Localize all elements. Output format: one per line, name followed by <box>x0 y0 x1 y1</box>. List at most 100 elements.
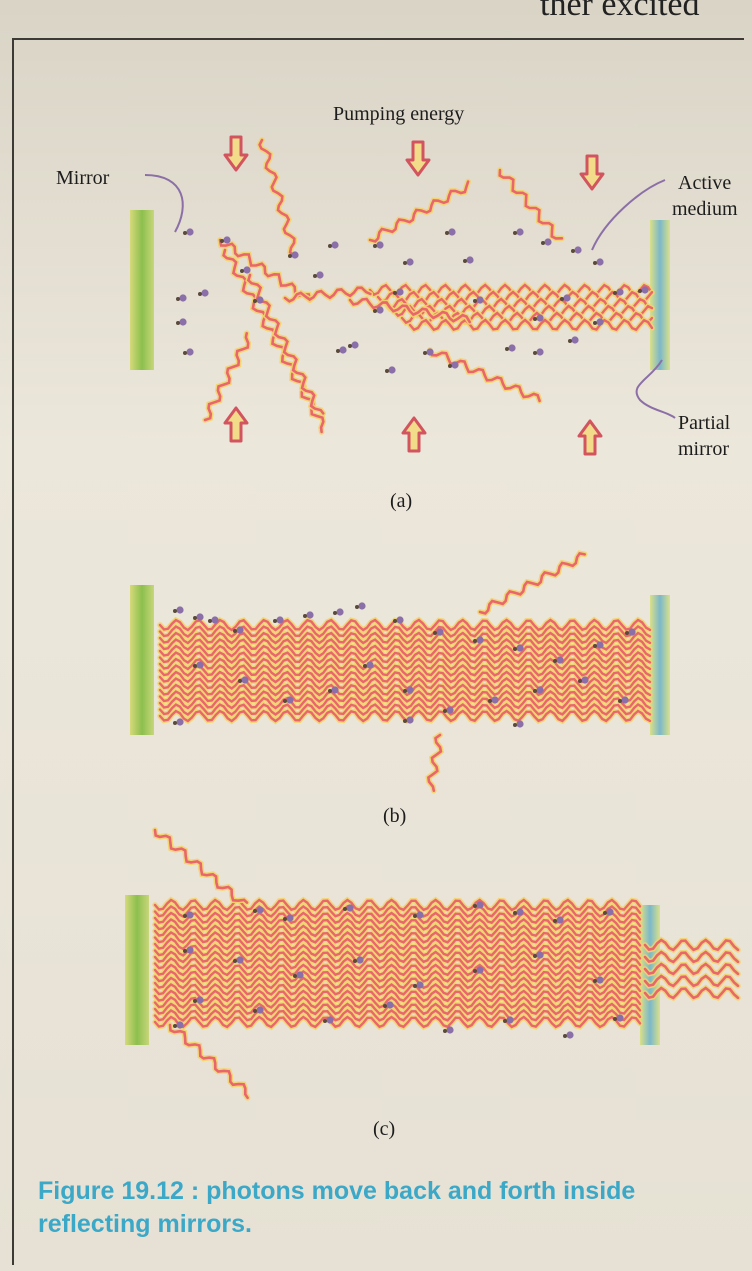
electron <box>333 611 337 615</box>
atom <box>446 1026 453 1033</box>
atom <box>223 236 230 243</box>
electron <box>336 349 340 353</box>
atom <box>366 661 373 668</box>
atom <box>516 908 523 915</box>
atom <box>476 296 483 303</box>
atom <box>276 616 283 623</box>
atom <box>476 966 483 973</box>
atom <box>241 676 248 683</box>
electron <box>383 1004 387 1008</box>
atom <box>356 956 363 963</box>
atom <box>641 286 648 293</box>
atom <box>616 1014 623 1021</box>
electron <box>473 904 477 908</box>
electron <box>533 954 537 958</box>
caption-line-2: reflecting mirrors. <box>38 1208 738 1241</box>
atom <box>186 228 193 235</box>
atom <box>291 251 298 258</box>
electron <box>403 719 407 723</box>
electron <box>638 289 642 293</box>
atom <box>339 346 346 353</box>
electron <box>445 231 449 235</box>
electron <box>553 919 557 923</box>
electron <box>176 297 180 301</box>
electron <box>488 699 492 703</box>
atom <box>196 613 203 620</box>
atom <box>621 696 628 703</box>
atom <box>628 628 635 635</box>
electron <box>560 297 564 301</box>
electron <box>513 231 517 235</box>
atom <box>396 288 403 295</box>
atom <box>596 976 603 983</box>
active-medium-label-line2: medium <box>672 198 738 220</box>
pump-arrow-down <box>581 156 603 189</box>
atom <box>491 696 498 703</box>
electron <box>423 351 427 355</box>
electron <box>533 351 537 355</box>
atom <box>296 971 303 978</box>
electron <box>513 911 517 915</box>
panel-a-label: (a) <box>390 490 412 512</box>
panel-a <box>130 137 675 454</box>
atom <box>516 720 523 727</box>
panel-b-label: (b) <box>383 805 406 827</box>
electron <box>413 914 417 918</box>
electron <box>443 709 447 713</box>
atom <box>196 996 203 1003</box>
electron <box>353 959 357 963</box>
mirror <box>130 585 154 735</box>
electron <box>288 254 292 258</box>
photon-wave-glow <box>260 140 295 255</box>
active-medium-label-line1: Active <box>678 172 731 194</box>
electron <box>193 616 197 620</box>
pump-arrow-up <box>579 421 601 454</box>
electron <box>323 1019 327 1023</box>
panel-c <box>125 830 738 1098</box>
electron <box>533 317 537 321</box>
electron <box>403 689 407 693</box>
electron <box>473 299 477 303</box>
atom <box>416 981 423 988</box>
electron <box>625 631 629 635</box>
electron <box>463 259 467 263</box>
electron <box>176 321 180 325</box>
electron <box>503 1019 507 1023</box>
atom <box>186 348 193 355</box>
photon-wave-glow <box>170 1025 248 1098</box>
panel-b <box>130 553 670 790</box>
electron <box>313 274 317 278</box>
electron <box>571 249 575 253</box>
mirror <box>130 210 154 370</box>
atom <box>201 289 208 296</box>
electron <box>413 984 417 988</box>
electron <box>173 721 177 725</box>
photon-wave-glow <box>205 333 248 420</box>
atom <box>596 318 603 325</box>
pumping-energy-label: Pumping energy <box>333 103 464 125</box>
electron <box>348 344 352 348</box>
electron <box>293 974 297 978</box>
electron <box>343 907 347 911</box>
electron <box>563 1034 567 1038</box>
atom <box>406 716 413 723</box>
electron <box>613 291 617 295</box>
electron <box>593 979 597 983</box>
electron <box>283 917 287 921</box>
electron <box>233 959 237 963</box>
atom <box>376 306 383 313</box>
atom <box>179 294 186 301</box>
atom <box>396 616 403 623</box>
electron <box>253 299 257 303</box>
electron <box>443 1029 447 1033</box>
atom <box>516 228 523 235</box>
atom <box>196 661 203 668</box>
electron <box>433 631 437 635</box>
figure-caption: Figure 19.12 : photons move back and for… <box>38 1175 738 1241</box>
electron <box>193 664 197 668</box>
atom <box>476 636 483 643</box>
atom <box>406 258 413 265</box>
atom <box>556 916 563 923</box>
pump-arrow-down <box>225 137 247 170</box>
